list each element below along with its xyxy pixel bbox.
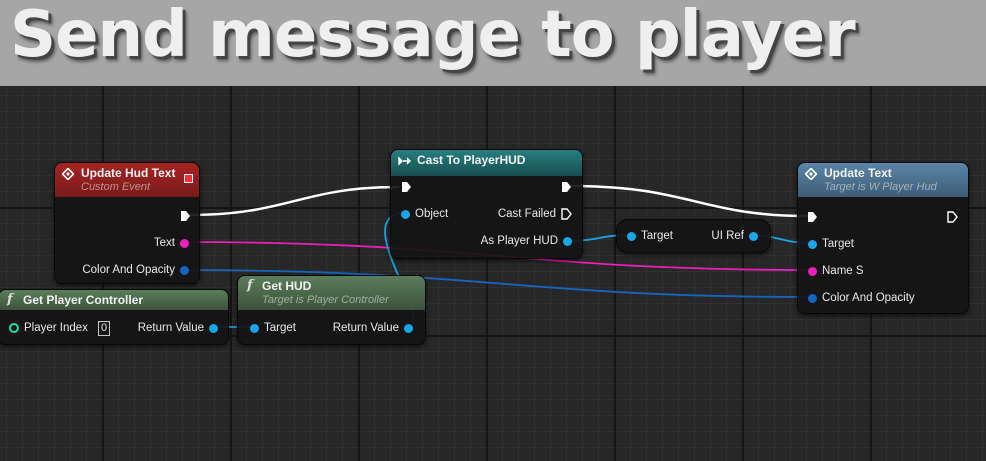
node-title: Cast To PlayerHUD <box>417 153 526 167</box>
get-player-controller-node[interactable]: f Get Player Controller Player Index 0 R… <box>0 289 229 345</box>
exec-pin-icon <box>562 182 571 192</box>
object-pin-icon <box>627 231 636 241</box>
node-title: Get Player Controller <box>23 293 144 307</box>
pin-label: Name S <box>822 265 864 277</box>
cast-arrow-icon <box>398 156 411 166</box>
title-banner: Send message to player <box>0 0 986 86</box>
update-text-header: Update Text Target is W Player Hud <box>798 163 968 197</box>
object-pin-icon <box>563 236 572 246</box>
pin-label: Target <box>264 322 296 334</box>
ui-ref-output-pin[interactable]: UI Ref <box>706 227 758 245</box>
exec-out-pin[interactable] <box>947 208 958 226</box>
pin-label: Text <box>153 237 175 249</box>
get-player-controller-header: f Get Player Controller <box>0 290 228 310</box>
object-pin-icon <box>401 209 410 219</box>
exec-out-pin[interactable] <box>561 178 572 196</box>
exec-in-pin[interactable] <box>401 178 412 196</box>
pin-label: Color And Opacity <box>82 264 175 276</box>
color-input-pin[interactable]: Color And Opacity <box>808 289 920 307</box>
return-value-pin[interactable]: Return Value <box>133 319 218 337</box>
exec-in-pin[interactable] <box>807 208 818 226</box>
function-f-icon: f <box>7 292 13 307</box>
object-pin-icon <box>404 323 413 333</box>
get-hud-node[interactable]: f Get HUD Target is Player Controller Ta… <box>237 275 426 345</box>
cast-to-playerhud-node[interactable]: Cast To PlayerHUD Object Cast Failed As … <box>390 149 583 259</box>
event-diamond-icon <box>62 168 74 180</box>
struct-pin-icon <box>180 265 189 275</box>
cast-header: Cast To PlayerHUD <box>391 150 582 176</box>
node-title: Get HUD <box>262 279 312 293</box>
name-input-pin[interactable]: Name S <box>808 262 869 280</box>
pin-label: Return Value <box>332 322 399 334</box>
function-diamond-icon <box>805 168 817 180</box>
player-index-input[interactable]: 0 <box>97 320 111 336</box>
pin-label: Object <box>415 208 449 220</box>
text-output-pin[interactable]: Text <box>149 234 189 252</box>
exec-pin-hollow-icon <box>561 208 572 220</box>
get-hud-header: f Get HUD Target is Player Controller <box>238 276 425 310</box>
object-input-pin[interactable]: Object <box>401 205 453 223</box>
text-pin-icon <box>808 266 817 276</box>
pin-label: Player Index <box>24 322 88 334</box>
update-hud-text-header: Update Hud Text Custom Event <box>55 163 199 197</box>
color-wire[interactable] <box>181 269 813 298</box>
as-player-hud-pin[interactable]: As Player HUD <box>476 232 572 250</box>
pin-label: UI Ref <box>711 230 744 242</box>
node-subtitle: Target is W Player Hud <box>824 181 937 193</box>
node-title: Update Text <box>824 166 892 180</box>
exec-out-pin[interactable] <box>180 207 191 225</box>
update-hud-text-node[interactable]: Update Hud Text Custom Event Text Color … <box>54 162 200 284</box>
banner-title: Send message to player <box>10 0 856 72</box>
cast-failed-pin[interactable]: Cast Failed <box>493 205 572 223</box>
node-subtitle: Custom Event <box>81 181 151 193</box>
pin-label: Return Value <box>137 322 204 334</box>
exec-pin-icon <box>181 211 190 221</box>
target-input-pin[interactable]: Target <box>250 319 301 337</box>
object-pin-icon <box>808 239 817 249</box>
exec-pin-icon <box>402 182 411 192</box>
object-pin-icon <box>209 323 218 333</box>
text-pin-icon <box>180 238 189 248</box>
ui-ref-node[interactable]: Target UI Ref <box>616 219 771 253</box>
struct-pin-icon <box>808 293 817 303</box>
pin-label: As Player HUD <box>480 235 558 247</box>
exec-pin-hollow-icon <box>947 211 958 223</box>
node-subtitle: Target is Player Controller <box>262 294 389 306</box>
object-pin-icon <box>250 323 259 333</box>
pin-label: Target <box>641 230 673 242</box>
update-text-node[interactable]: Update Text Target is W Player Hud Targe… <box>797 162 969 314</box>
exec-pin-icon <box>808 212 817 222</box>
blueprint-graph-canvas[interactable]: Update Hud Text Custom Event Text Color … <box>0 86 986 461</box>
integer-pin-icon <box>9 323 19 333</box>
pin-label: Target <box>822 238 854 250</box>
node-title: Update Hud Text <box>81 166 176 180</box>
pin-label: Cast Failed <box>497 208 556 220</box>
color-output-pin[interactable]: Color And Opacity <box>77 261 189 279</box>
exec-wire-event-to-cast[interactable] <box>187 185 400 217</box>
pin-label: Color And Opacity <box>822 292 915 304</box>
function-f-icon: f <box>247 278 253 293</box>
target-input-pin[interactable]: Target <box>627 227 678 245</box>
object-pin-icon <box>749 231 758 241</box>
player-index-pin[interactable]: Player Index 0 <box>9 319 111 337</box>
delegate-pin-icon[interactable] <box>184 174 193 183</box>
exec-wire-cast-to-update[interactable] <box>569 184 809 218</box>
return-value-pin[interactable]: Return Value <box>328 319 413 337</box>
target-input-pin[interactable]: Target <box>808 235 859 253</box>
